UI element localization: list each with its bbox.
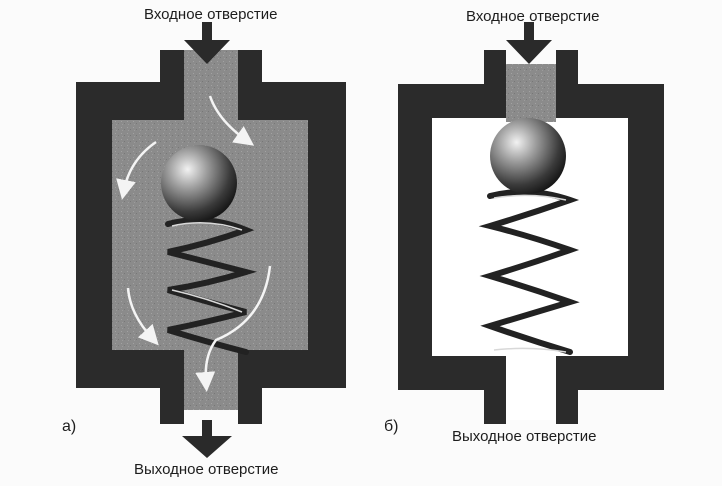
outlet-label-b: Выходное отверстие	[452, 428, 597, 445]
outlet-arrow-icon	[182, 420, 232, 458]
empty-chamber	[432, 84, 628, 420]
diagram-open	[76, 22, 346, 458]
outlet-label-a: Выходное отверстие	[134, 461, 279, 478]
fluid-chamber	[112, 50, 308, 410]
diagram-tag-b: б)	[384, 418, 399, 435]
inlet-fluid	[506, 64, 556, 122]
inlet-arrow-icon	[184, 22, 230, 64]
diagram-tag-a: а)	[62, 418, 77, 435]
ball-icon	[490, 118, 566, 194]
spring-icon	[478, 188, 580, 355]
ball-icon	[161, 145, 237, 221]
inlet-label-b: Входное отверстие	[466, 8, 600, 25]
inlet-label-a: Входное отверстие	[144, 6, 278, 23]
spring-icon	[165, 217, 258, 355]
diagram-closed	[398, 22, 664, 424]
flow-arrow-icon	[116, 95, 272, 392]
inlet-arrow-icon	[506, 22, 552, 64]
